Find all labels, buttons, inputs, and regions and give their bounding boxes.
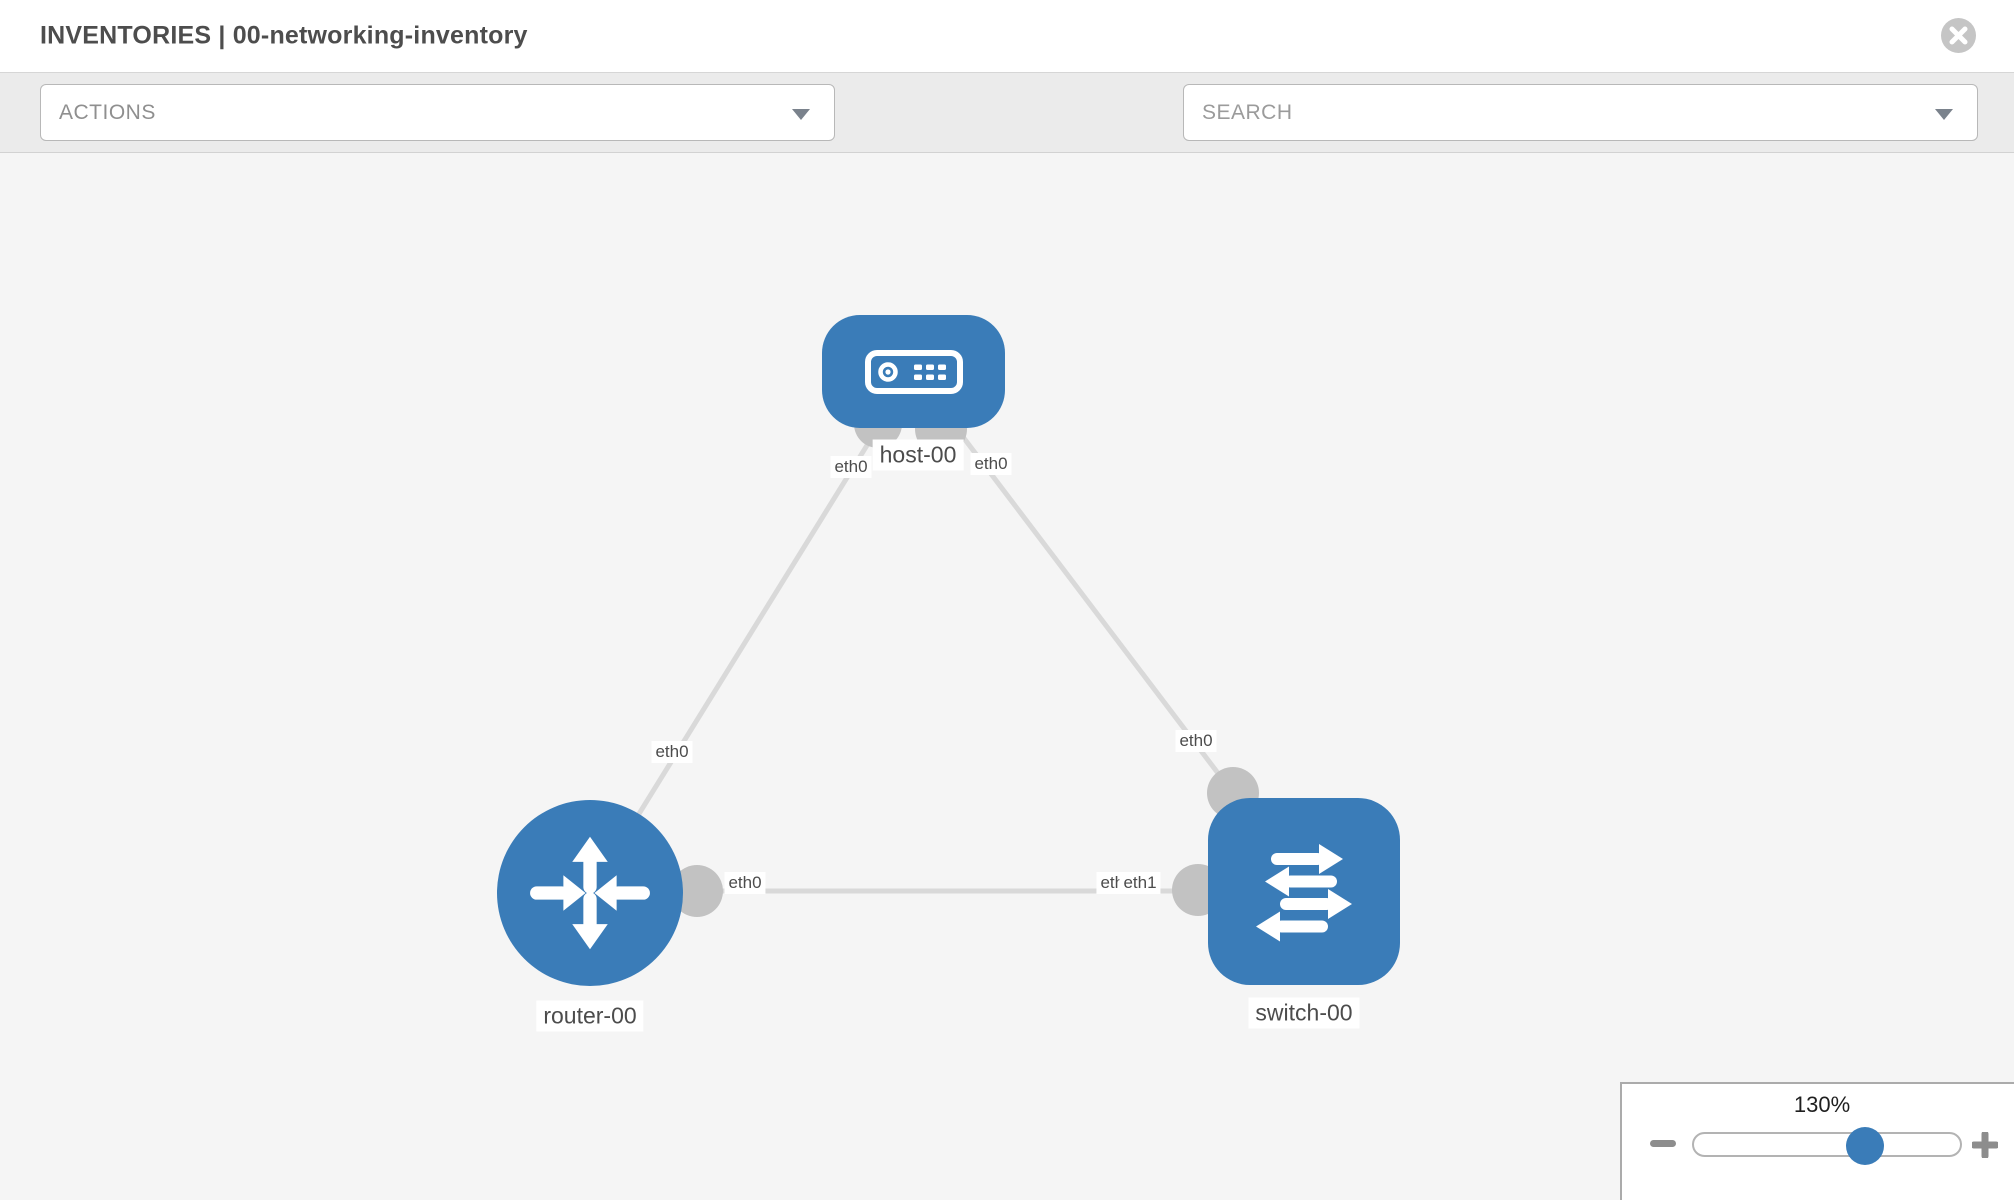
interface-label-switch-eth0-top: eth0 [1175, 730, 1217, 752]
zoom-slider-thumb[interactable] [1846, 1127, 1884, 1165]
plus-icon [1970, 1130, 2000, 1160]
topology-canvas[interactable]: host-00 router-00 switch-00 eth0 eth0 et… [0, 153, 2014, 1200]
interface-label-switch-eth1: eth1 [1119, 872, 1161, 894]
node-label-host-00: host-00 [872, 439, 964, 471]
zoom-in-button[interactable] [1970, 1130, 2000, 1163]
node-label-switch-00: switch-00 [1248, 997, 1360, 1029]
close-button[interactable] [1941, 18, 1976, 53]
link-host-switch[interactable] [911, 369, 1235, 795]
chevron-down-icon [792, 108, 810, 120]
zoom-level-value: 130% [1793, 1092, 1851, 1117]
search-dropdown[interactable] [1183, 84, 1978, 141]
zoom-out-button[interactable] [1650, 1140, 1676, 1147]
switch-icon [1256, 843, 1352, 941]
zoom-slider-track[interactable] [1692, 1132, 1962, 1157]
interface-dot [671, 865, 723, 917]
actions-dropdown[interactable]: ACTIONS [40, 84, 835, 141]
page-title: INVENTORIES | 00-networking-inventory [40, 21, 528, 50]
interface-label-host-eth0-right: eth0 [970, 453, 1012, 475]
header: INVENTORIES | 00-networking-inventory [0, 0, 2014, 72]
interface-label-router-eth0-right: eth0 [724, 872, 766, 894]
host-icon [864, 349, 963, 394]
actions-dropdown-label: ACTIONS [59, 100, 156, 124]
zoom-control-panel: 130% [1620, 1082, 2014, 1200]
chevron-down-icon [1935, 108, 1953, 120]
interface-label-router-eth0-top: eth0 [651, 741, 693, 763]
node-switch-00[interactable] [1208, 798, 1400, 985]
topology-wires [587, 369, 1304, 917]
node-router-00[interactable] [497, 800, 683, 986]
router-icon [530, 836, 650, 950]
node-label-router-00: router-00 [536, 1000, 644, 1032]
search-input[interactable] [1184, 100, 1884, 125]
toolbar: ACTIONS [0, 72, 2014, 206]
node-host-00[interactable] [822, 315, 1005, 428]
close-icon [1949, 26, 1968, 45]
interface-label-host-eth0-left: eth0 [830, 456, 872, 478]
